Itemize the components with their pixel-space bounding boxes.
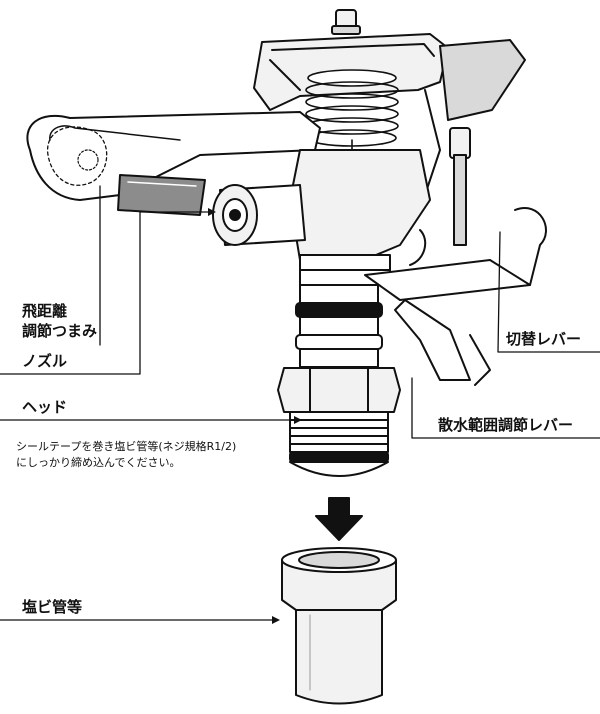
distance-knob-label-line1: 飛距離 (22, 302, 68, 320)
insert-arrow (315, 497, 363, 541)
threaded-stem (277, 284, 401, 477)
head-note-line1: シールテープを巻き塩ビ管等(ネジ規格R1/2) (16, 440, 237, 453)
hidden-knob-dot (77, 149, 99, 171)
distance-knob (117, 174, 206, 216)
hidden-knob-outline (47, 126, 108, 186)
main-body (289, 149, 431, 286)
arm-fin (439, 39, 526, 121)
nozzle-part (212, 184, 306, 246)
pvc-pipe-label: 塩ビ管等 (22, 598, 83, 616)
spring (305, 69, 399, 169)
distance-knob-label-line2: 調節つまみ (22, 322, 98, 340)
lever-mechanism (364, 127, 547, 386)
switch-lever-label: 切替レバー (506, 330, 582, 348)
top-cap (331, 9, 361, 35)
leader-lines (0, 185, 600, 621)
nozzle-label: ノズル (22, 352, 68, 370)
leader-arrowheads (208, 208, 302, 624)
pvc-pipe-part (281, 547, 397, 705)
head-label: ヘッド (22, 398, 68, 416)
head-note-line2: にしっかり締め込んでください。 (16, 456, 181, 469)
range-lever-label: 散水範囲調節レバー (438, 416, 574, 434)
